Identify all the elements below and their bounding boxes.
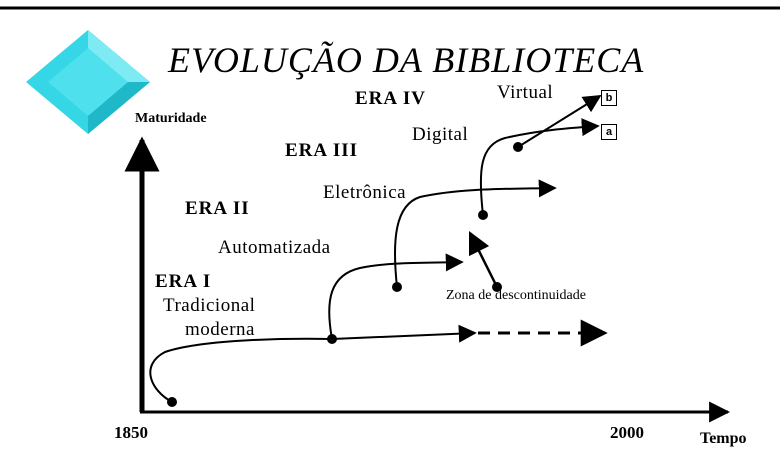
- y-axis-label: Maturidade: [135, 111, 207, 126]
- stage-tradicional: Tradicional: [163, 295, 256, 316]
- box-a: a: [601, 124, 617, 140]
- page-title: EVOLUÇÃO DA BIBLIOTECA: [168, 40, 645, 80]
- stage-eletronica: Eletrônica: [323, 182, 407, 203]
- curve-digital: [479, 118, 600, 216]
- box-b: b: [601, 90, 617, 106]
- dot-tradicional: [327, 334, 337, 344]
- era-4-label: ERA IV: [355, 88, 426, 109]
- stage-moderna: moderna: [185, 319, 255, 340]
- year-start: 1850: [114, 423, 148, 442]
- curve-automatizada: [328, 253, 464, 340]
- era-3-label: ERA III: [285, 140, 358, 161]
- dot-automatizada: [392, 282, 402, 292]
- diamond-logo: [26, 30, 150, 134]
- arrow-discontinuity: [468, 230, 499, 288]
- dot-discontinuity: [492, 282, 502, 292]
- arrow-virtual: [517, 95, 602, 148]
- discontinuity-annotation: Zona de descontinuidade: [446, 288, 586, 303]
- curve-eletronica: [393, 179, 557, 288]
- stage-virtual: Virtual: [497, 82, 554, 103]
- x-axis-label: Tempo: [700, 430, 747, 447]
- curve-tradicional: [149, 324, 477, 403]
- dot-1850: [167, 397, 177, 407]
- era-1-label: ERA I: [155, 271, 212, 292]
- stage-digital: Digital: [412, 124, 469, 145]
- stage-automatizada: Automatizada: [218, 237, 331, 258]
- year-end: 2000: [610, 423, 644, 442]
- era-2-label: ERA II: [185, 198, 250, 219]
- dot-eletronica: [478, 210, 488, 220]
- dot-digital: [513, 142, 523, 152]
